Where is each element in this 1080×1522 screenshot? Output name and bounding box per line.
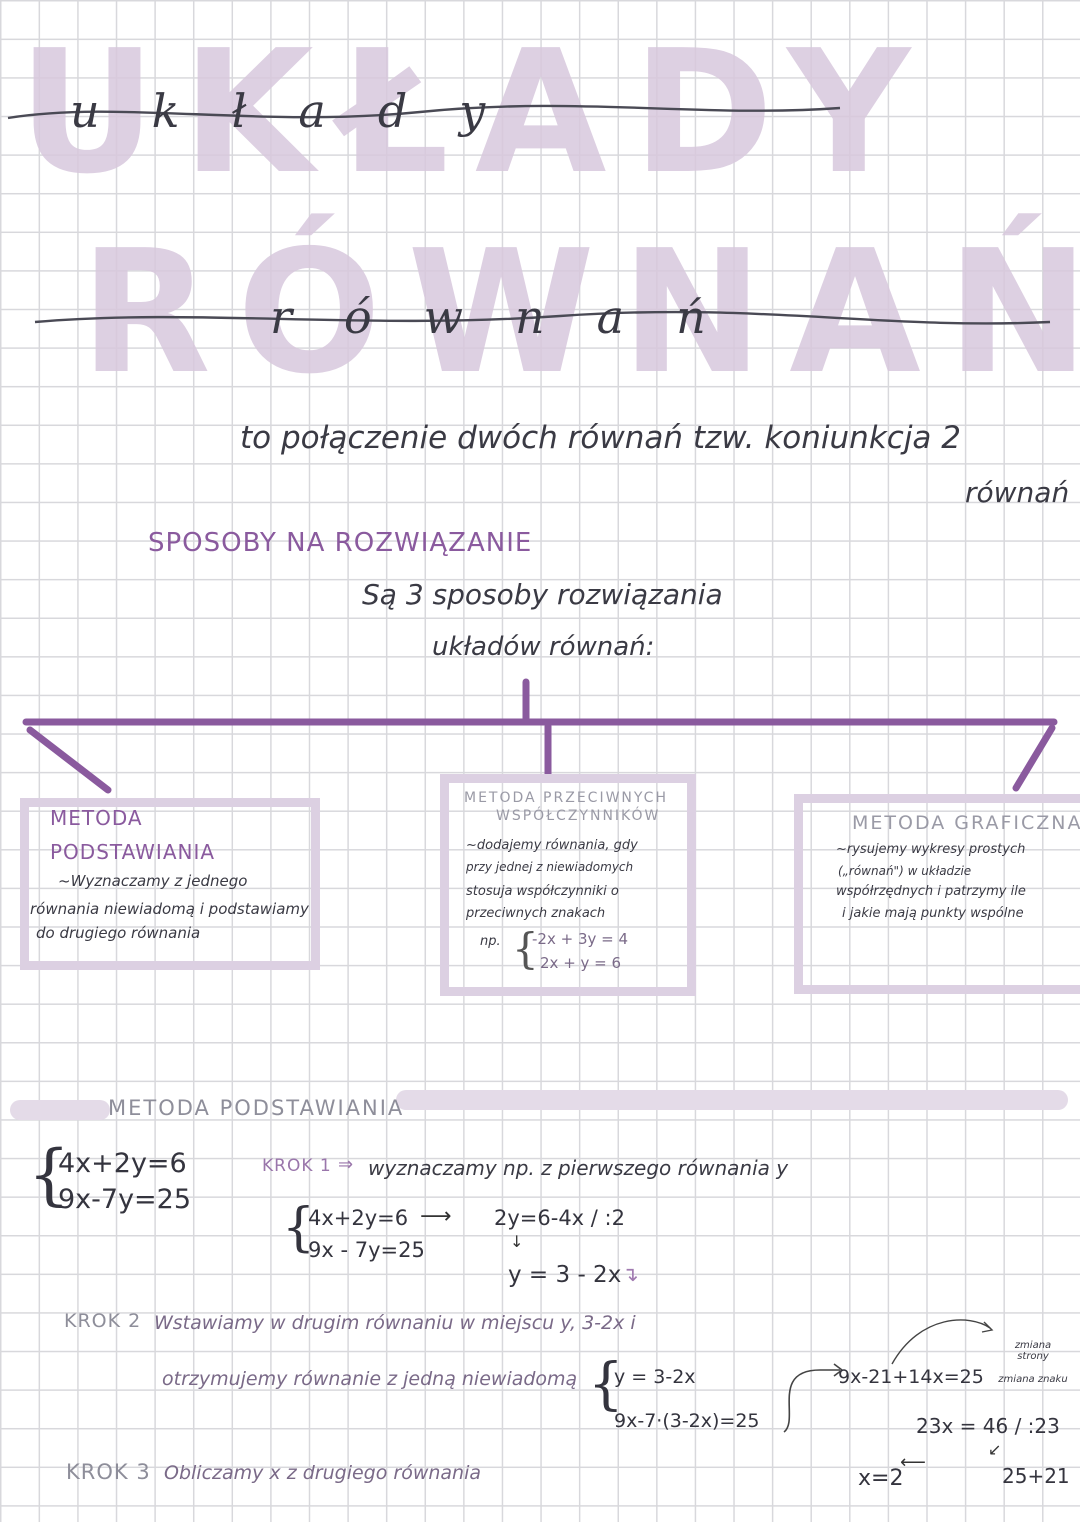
step1-down-arrow: ↓ — [510, 1232, 524, 1251]
intro-line2: układów równań: — [432, 632, 655, 662]
step2-down-arrow: ↙ — [988, 1440, 1002, 1459]
step1-long-arrow: ⟶ — [420, 1204, 452, 1229]
title-underlines — [7, 104, 1051, 325]
intro-line1: Są 3 sposoby rozwiązania — [362, 578, 723, 611]
step2-result-arrow: ⟵ — [900, 1452, 926, 1473]
methods-heading: SPOSOBY NA ROZWIĄZANIE — [148, 528, 533, 558]
method2-desc-line1: ~dodajemy równania, gdy — [466, 838, 638, 853]
method1-desc-line2: równania niewiadomą i podstawiamy — [30, 900, 309, 918]
step1-result1: 2y=6-4x / :2 — [494, 1206, 625, 1230]
step1-arrow: ⇒ — [338, 1154, 354, 1175]
method2-example-brace: { — [512, 924, 539, 973]
method2-title-line2: WSPÓŁCZYNNIKÓW — [496, 808, 661, 824]
step2-side-sum: 25+21 — [1002, 1464, 1070, 1488]
title-script-line1: układy — [70, 84, 538, 138]
method-box-graphical — [794, 794, 1080, 994]
step2-text-line1: Wstawiamy w drugim równaniu w miejscu y,… — [154, 1312, 636, 1334]
definition-line1: to połączenie dwóch równań tzw. koniunkc… — [240, 420, 962, 456]
title-script-line2: równań — [270, 290, 758, 344]
step3-label: KROK 3 — [66, 1460, 151, 1484]
step2-eq1: y = 3-2x — [614, 1366, 696, 1388]
method1-desc-line1: ~Wyznaczamy z jednego — [58, 872, 248, 890]
method2-example-label: np. — [480, 934, 501, 949]
main-system-eq1: 4x+2y=6 — [58, 1148, 187, 1179]
step2-brace: { — [588, 1352, 624, 1417]
method2-desc-line4: przeciwnych znakach — [466, 906, 606, 921]
method1-title-line1: METODA — [50, 806, 143, 830]
step1-result2: y = 3 - 2x — [508, 1262, 622, 1288]
main-system-brace: { — [28, 1136, 70, 1213]
highlight-bar-right — [396, 1090, 1068, 1110]
method3-title: METODA GRAFICZNA — [852, 812, 1080, 834]
step1-eq2: 9x - 7y=25 — [308, 1238, 425, 1262]
method3-desc-line1: ~rysujemy wykresy prostych — [836, 842, 1026, 857]
step2-result-x: x=2 — [858, 1466, 904, 1491]
step1-label: KROK 1 — [262, 1156, 332, 1176]
method3-desc-line3: współrzędnych i patrzymy ile — [836, 884, 1026, 899]
methods-tree-connector — [22, 678, 1058, 794]
title-background-line2: RÓWNAŃ — [80, 214, 1080, 412]
substitution-heading: METODA PODSTAWIANIA — [108, 1096, 405, 1120]
method2-desc-line2: przy jednej z niewiadomych — [466, 860, 634, 874]
step1-text: wyznaczamy np. z pierwszego równania y — [368, 1156, 789, 1180]
definition-line2: równań — [965, 476, 1070, 509]
step1-eq1: 4x+2y=6 — [308, 1206, 409, 1230]
step1-curved-arrow: ↴ — [622, 1262, 639, 1286]
method-box-opposite-coefficients — [440, 774, 696, 996]
method2-example-eq2: 2x + y = 6 — [540, 954, 622, 972]
step2-text-line2: otrzymujemy równanie z jedną niewiadomą — [162, 1368, 578, 1390]
step3-text: Obliczamy x z drugiego równania — [164, 1462, 482, 1484]
step2-label: KROK 2 — [64, 1310, 142, 1332]
main-system-eq2: 9x-7y=25 — [58, 1184, 192, 1215]
method3-desc-line2: („równań") w układzie — [838, 864, 972, 878]
step2-calc1: 9x-21+14x=25 — [838, 1366, 984, 1388]
step2-connector-curve — [783, 1363, 844, 1433]
method1-title-line2: PODSTAWIANIA — [50, 840, 216, 864]
step2-note-side: zmiana strony — [1014, 1340, 1052, 1362]
method1-desc-line3: do drugiego równania — [36, 924, 201, 942]
step1-brace: { — [282, 1198, 316, 1258]
method2-example-eq1: -2x + 3y = 4 — [532, 930, 629, 948]
highlight-bar-left — [10, 1100, 110, 1120]
step2-note-sign: zmiana znaku — [998, 1374, 1068, 1385]
step2-eq2: 9x-7·(3-2x)=25 — [614, 1410, 760, 1432]
method2-title-line1: METODA PRZECIWNYCH — [464, 790, 668, 806]
step2-move-arc — [891, 1319, 994, 1365]
method2-desc-line3: stosuja współczynniki o — [466, 884, 619, 899]
step2-calc2: 23x = 46 / :23 — [916, 1414, 1060, 1438]
method-box-substitution — [20, 798, 320, 970]
method3-desc-line4: i jakie mają punkty wspólne — [842, 906, 1024, 921]
